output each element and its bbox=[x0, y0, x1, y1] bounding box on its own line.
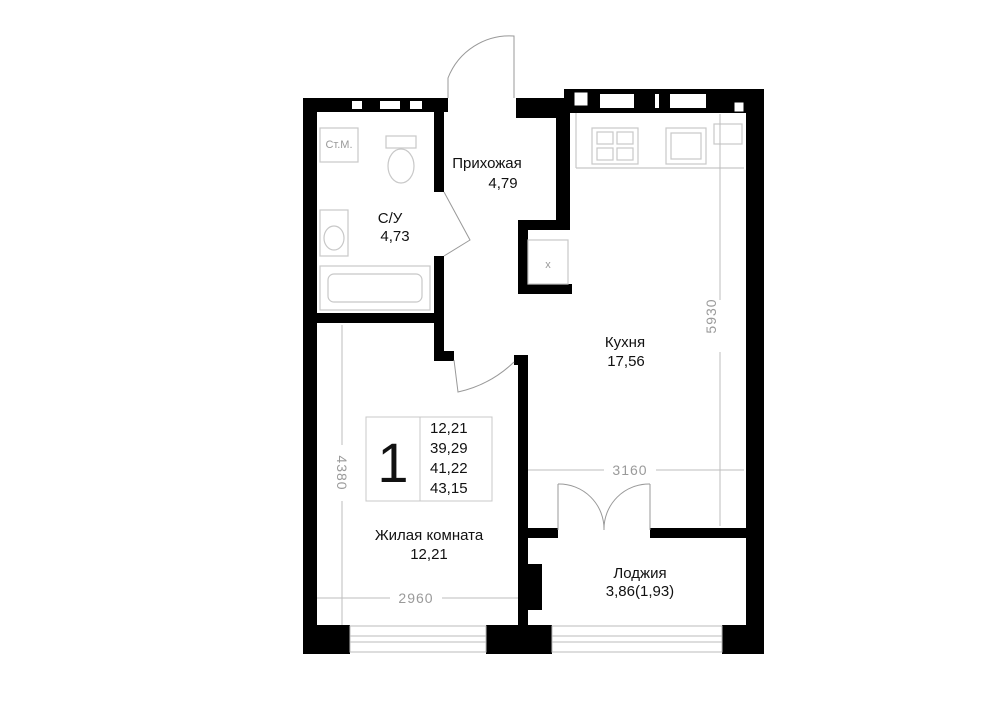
bathtub bbox=[319, 265, 431, 311]
entrance-door bbox=[447, 35, 515, 98]
wall-shaft-bottom bbox=[518, 284, 572, 294]
wall-bath-hall-top bbox=[434, 112, 444, 192]
boiler bbox=[713, 123, 743, 145]
hallway-name: Прихожая bbox=[452, 155, 522, 172]
dim-kitchen-length: 5930 bbox=[703, 298, 719, 333]
legend-rooms-count: 1 bbox=[377, 431, 408, 494]
loggia-door bbox=[557, 483, 651, 531]
wall-bottom-right bbox=[722, 625, 764, 654]
loggia-window bbox=[551, 625, 723, 653]
wall-living-stub bbox=[434, 313, 444, 361]
wall-left bbox=[303, 98, 317, 654]
living-room-name: Жилая комната bbox=[375, 527, 484, 544]
apartment-legend: 1 12,21 39,29 41,22 43,15 bbox=[365, 416, 493, 502]
kitchen-area: 17,56 bbox=[607, 353, 645, 370]
bathroom-door bbox=[443, 191, 471, 257]
vent-mark: x bbox=[545, 259, 551, 271]
legend-full-area: 43,15 bbox=[430, 480, 468, 497]
legend-area-with-loggia: 41,22 bbox=[430, 460, 468, 477]
loggia-name: Лоджия bbox=[613, 565, 666, 582]
bath-sink bbox=[319, 209, 349, 257]
toilet-tank bbox=[385, 135, 417, 149]
ventilation-shaft bbox=[527, 239, 569, 285]
wall-loggia-top-a bbox=[528, 528, 558, 538]
legend-total-area: 39,29 bbox=[430, 440, 468, 457]
legend-living-area: 12,21 bbox=[430, 420, 468, 437]
wall-loggia-top-b bbox=[650, 528, 750, 538]
bottom-windows bbox=[349, 625, 723, 653]
wall-bottom-left-a bbox=[303, 625, 350, 654]
bath-vents bbox=[352, 101, 422, 109]
dim-living-width: 2960 bbox=[398, 590, 433, 606]
washer bbox=[319, 127, 359, 163]
wall-shaft-left bbox=[518, 230, 528, 294]
wall-living-stub-b bbox=[434, 351, 454, 361]
walls bbox=[303, 89, 764, 654]
doors bbox=[443, 35, 651, 531]
kitchen-sink bbox=[665, 127, 707, 165]
wall-hall-right bbox=[556, 113, 570, 223]
living-door bbox=[453, 359, 515, 393]
dim-kitchen-width: 3160 bbox=[612, 462, 647, 478]
washer-label: Ст.М. bbox=[325, 139, 352, 151]
dim-living-length: 4380 bbox=[334, 455, 350, 490]
toilet-bowl bbox=[387, 148, 415, 184]
wall-hall-niche-top bbox=[518, 220, 570, 230]
living-window bbox=[349, 625, 487, 653]
legend-box bbox=[365, 416, 493, 502]
fixtures bbox=[319, 113, 744, 311]
wall-right bbox=[746, 89, 764, 654]
bathroom-name: С/У bbox=[378, 210, 403, 227]
wall-top-left bbox=[303, 98, 448, 112]
kitchen-windows bbox=[573, 91, 745, 113]
wall-top-kitchen bbox=[564, 89, 764, 113]
kitchen-name: Кухня bbox=[605, 334, 645, 351]
bathroom-area: 4,73 bbox=[380, 228, 409, 245]
wall-bottom-left-b bbox=[486, 625, 552, 654]
wall-loggia-block bbox=[528, 564, 542, 610]
living-room-area: 12,21 bbox=[410, 546, 448, 563]
loggia-area: 3,86(1,93) bbox=[606, 583, 674, 600]
stove bbox=[591, 127, 639, 165]
wall-living-kitchen bbox=[518, 355, 528, 625]
wall-top-right bbox=[516, 98, 564, 118]
hallway-area: 4,79 bbox=[488, 175, 517, 192]
wall-bath-bottom bbox=[317, 313, 444, 323]
wall-bath-hall-bottom bbox=[434, 256, 444, 322]
dimension-lines bbox=[317, 114, 744, 625]
